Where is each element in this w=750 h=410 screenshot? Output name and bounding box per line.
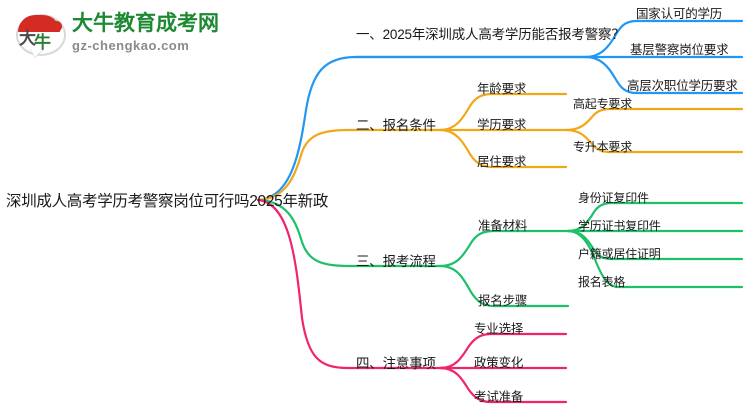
- site-logo[interactable]: 大 牛 大牛教育成考网 gz-chengkao.com: [14, 8, 219, 60]
- mindmap-branch-1-child-3[interactable]: 高层次职位学历要求: [627, 79, 738, 93]
- connector-branch1-child3: [584, 55, 744, 95]
- mindmap-branch-1-label[interactable]: 一、2025年深圳成人高考学历能否报考警察？: [356, 27, 625, 42]
- connector-branch1-child1: [584, 19, 744, 59]
- mindmap-branch-3-child-1[interactable]: 准备材料: [478, 219, 528, 233]
- connector-branch3-child1: [438, 229, 570, 268]
- connector-branch3-child2: [438, 264, 570, 308]
- mindmap-root-node[interactable]: 深圳成人高考学历考警察岗位可行吗2025年新政: [6, 193, 329, 210]
- mindmap-branch-2-child-3[interactable]: 居住要求: [477, 155, 527, 169]
- mindmap-branch-2-child-2[interactable]: 学历要求: [477, 118, 527, 132]
- mindmap-branch-2-label[interactable]: 二、报名条件: [356, 118, 436, 133]
- mindmap-branch-1-child-1[interactable]: 国家认可的学历: [636, 7, 723, 21]
- logo-mark-char-1: 大: [19, 29, 36, 48]
- connector-root-to-branch4: [256, 198, 430, 370]
- mindmap-branch-3-child-1-sub-2[interactable]: 学历证书复印件: [578, 219, 661, 233]
- mindmap-branch-4-child-2[interactable]: 政策变化: [474, 356, 524, 370]
- connector-branch2-child3: [438, 128, 568, 169]
- mindmap-branch-3-child-1-sub-3[interactable]: 户籍或居住证明: [578, 247, 661, 261]
- connector-branch2-child2-sub1: [564, 107, 744, 132]
- mindmap-branch-2-child-2-sub-1[interactable]: 高起专要求: [573, 97, 633, 111]
- logo-bubble-dot-shape: [51, 21, 62, 32]
- connector-branch3-child1-sub1: [566, 201, 744, 233]
- logo-bubble-tail-shape: [30, 48, 44, 57]
- logo-text-block: 大牛教育成考网 gz-chengkao.com: [72, 12, 219, 53]
- connector-branch2-child2-sub2: [564, 128, 744, 154]
- connector-branch2-child1: [438, 92, 568, 132]
- logo-domain: gz-chengkao.com: [72, 38, 190, 53]
- logo-mark-icon: 大 牛: [14, 10, 66, 58]
- connector-root-to-branch1: [256, 55, 588, 202]
- mindmap-branch-3-child-1-sub-1[interactable]: 身份证复印件: [578, 191, 649, 205]
- connector-root-to-branch2: [256, 128, 430, 202]
- mindmap-branch-3-child-2[interactable]: 报名步骤: [478, 294, 528, 308]
- mindmap-branch-2-child-2-sub-2[interactable]: 专升本要求: [573, 140, 633, 154]
- logo-mark-char-2: 牛: [34, 33, 51, 52]
- mindmap-branch-3-label[interactable]: 三、报考流程: [356, 254, 436, 269]
- logo-bubble-top-shape: [18, 15, 60, 32]
- connector-branch4-child1: [438, 332, 568, 370]
- mindmap-branch-4-child-3[interactable]: 考试准备: [474, 390, 524, 404]
- mindmap-branch-4-label[interactable]: 四、注意事项: [356, 356, 436, 371]
- connector-root-to-branch3: [256, 198, 430, 268]
- mindmap-branch-2-child-1[interactable]: 年龄要求: [477, 82, 527, 96]
- logo-title: 大牛教育成考网: [72, 12, 219, 35]
- mindmap-branch-3-child-1-sub-4[interactable]: 报名表格: [578, 275, 626, 289]
- mindmap-branch-4-child-1[interactable]: 专业选择: [474, 322, 524, 336]
- connector-branch3-child1-sub4: [566, 229, 744, 289]
- mindmap-branch-1-child-2[interactable]: 基层警察岗位要求: [630, 43, 729, 57]
- connector-branch4-child3: [438, 366, 568, 404]
